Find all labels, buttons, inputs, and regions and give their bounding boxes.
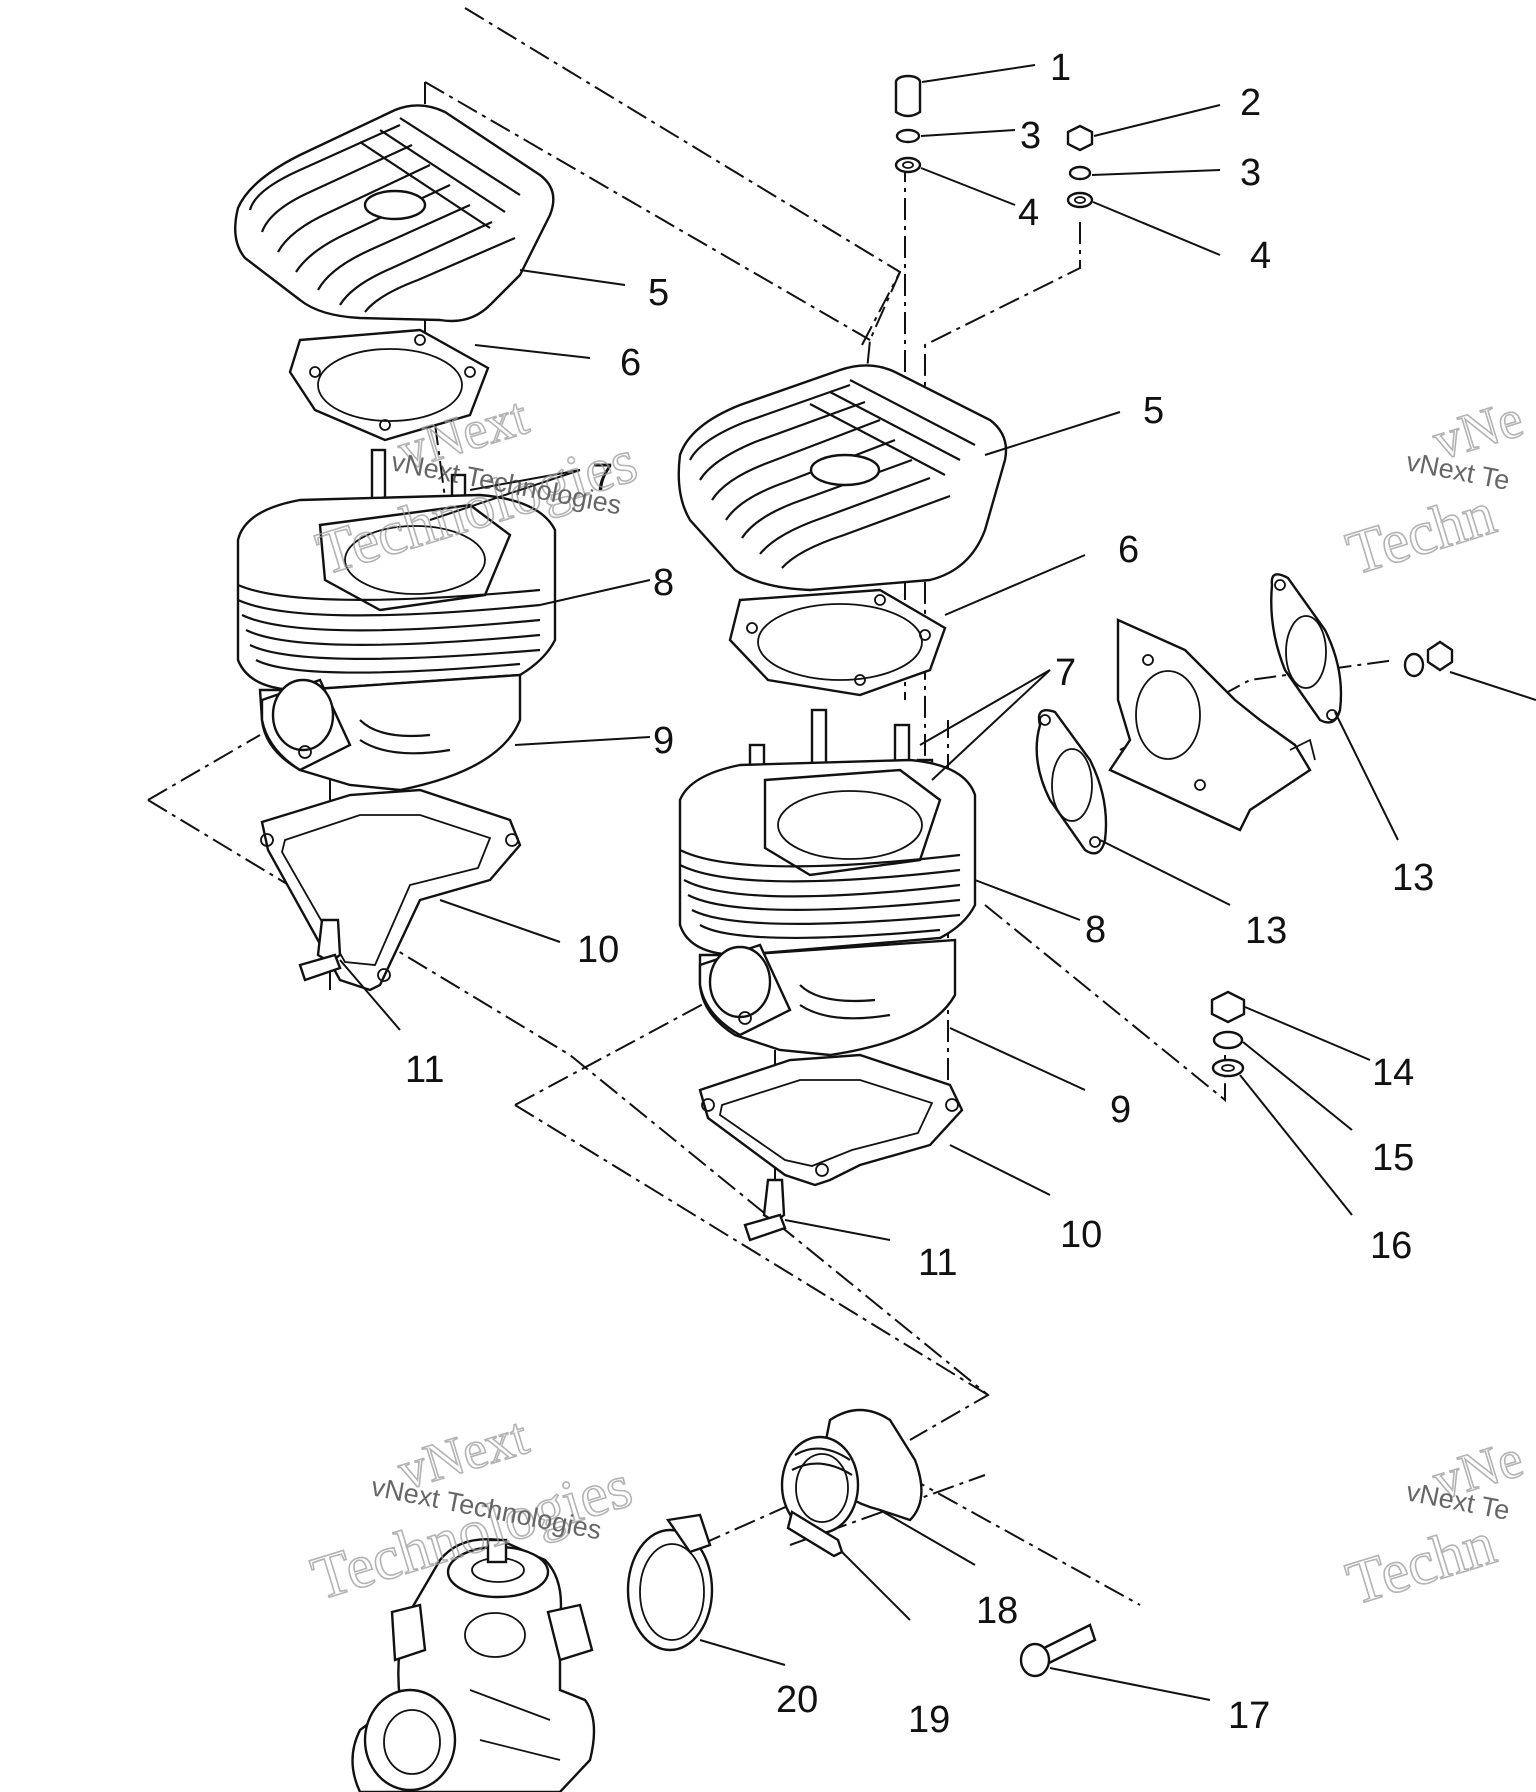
callout-20: 20 [776, 1679, 818, 1721]
left-cylinder [236, 493, 557, 792]
exhaust-nut-washer [1403, 640, 1454, 678]
callout-8: 8 [1085, 909, 1106, 951]
right-head-gasket [728, 588, 947, 697]
watermark-company-right-bottom: Techn [1339, 1509, 1503, 1618]
exhaust-gasket-left [1035, 708, 1108, 855]
exhaust-bracket [1108, 618, 1316, 832]
callout-16: 16 [1370, 1225, 1412, 1267]
callout-labels: 1 2 3 3 4 4 5 5 6 6 7 7 8 8 9 9 10 10 11… [405, 47, 1434, 1741]
callout-8: 8 [653, 562, 674, 604]
watermarks: vNext Technologies vNext Technologies vN… [303, 385, 1530, 1619]
callout-17: 17 [1228, 1695, 1270, 1737]
callout-6: 6 [620, 342, 641, 384]
callout-10: 10 [1060, 1214, 1102, 1256]
stud-nut-1 [894, 74, 922, 174]
callout-3: 3 [1240, 152, 1261, 194]
nut-washer-stack [1210, 990, 1246, 1078]
callout-9: 9 [1110, 1089, 1131, 1131]
callout-10: 10 [577, 929, 619, 971]
callout-13: 13 [1245, 910, 1287, 952]
callout-1: 1 [1050, 47, 1071, 89]
right-cylinder-head [677, 364, 1008, 592]
callout-5: 5 [1143, 390, 1164, 432]
callout-9: 9 [653, 720, 674, 762]
right-base-gasket [698, 1053, 964, 1187]
left-fitting [298, 918, 342, 982]
callout-11: 11 [918, 1242, 957, 1284]
callout-11: 11 [405, 1049, 444, 1091]
callout-15: 15 [1372, 1137, 1414, 1179]
intake-flange [780, 1408, 923, 1535]
exhaust-gasket-right [1270, 573, 1343, 724]
callout-6: 6 [1118, 529, 1139, 571]
callout-18: 18 [976, 1590, 1018, 1632]
callout-7: 7 [1055, 652, 1076, 694]
callout-4: 4 [1018, 192, 1039, 234]
carburetor [351, 1538, 596, 1792]
screw-19 [786, 1510, 844, 1558]
callout-19: 19 [908, 1699, 950, 1741]
watermark-company-right-top: Techn [1339, 479, 1503, 588]
left-head-gasket [288, 328, 490, 442]
callout-4: 4 [1250, 235, 1271, 277]
left-cylinder-head [234, 104, 555, 323]
bolt-17 [1019, 1623, 1097, 1678]
right-cylinder [678, 758, 977, 1057]
callout-3: 3 [1020, 115, 1041, 157]
left-base-gasket [260, 788, 522, 992]
callout-7: 7 [592, 457, 613, 499]
callout-14: 14 [1372, 1052, 1414, 1094]
right-fitting [743, 1178, 787, 1242]
callout-5: 5 [648, 272, 669, 314]
hose-clamp [626, 1513, 714, 1652]
callout-2: 2 [1240, 82, 1261, 124]
leader-lines [339, 64, 1536, 1701]
stud-nut-2 [1066, 124, 1094, 209]
callout-13: 13 [1392, 857, 1434, 899]
